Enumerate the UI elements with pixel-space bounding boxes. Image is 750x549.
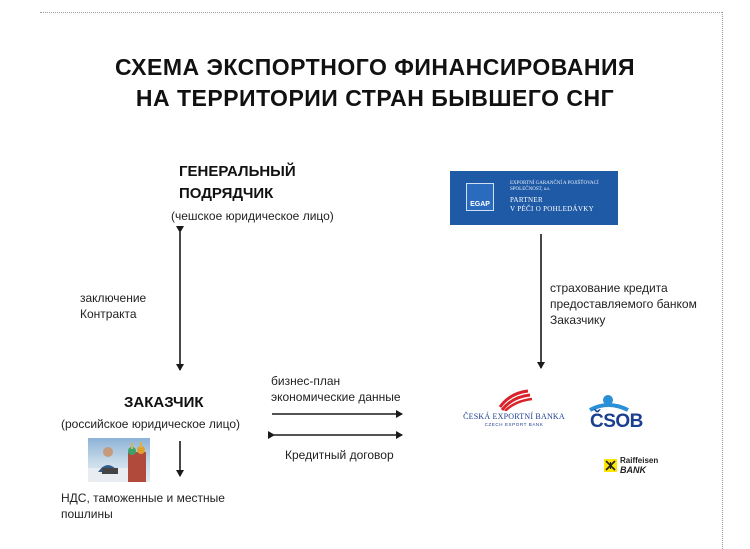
egap-partner-text: PARTNER [510,196,543,204]
raiffeisen-name-line-1: Raiffeisen [620,456,659,465]
title-line-2: НА ТЕРРИТОРИИ СТРАН БЫВШЕГО СНГ [135,85,615,111]
page-title: СХЕМА ЭКСПОРТНОГО ФИНАНСИРОВАНИЯ НА ТЕРР… [0,52,750,114]
title-line-1: СХЕМА ЭКСПОРТНОГО ФИНАНСИРОВАНИЯ [114,54,636,80]
customer-note: (российское юридическое лицо) [61,417,241,431]
raiffeisen-cross-icon [605,460,616,471]
raiffeisen-name-line-2: BANK [620,465,646,475]
businessman-moscow-photo [88,438,150,482]
insurance-label-line-1: страхование кредита [550,281,668,295]
ceb-name: ČESKÁ EXPORTNÍ BANKA [463,412,565,421]
egap-logo-icon: EGAP [466,183,494,211]
insurance-label-line-2: предоставляемого банком [550,297,697,311]
right-dotted-border [722,12,723,549]
photo-illustration [88,442,146,482]
contractor-note: (чешское юридическое лицо) [171,209,334,223]
csob-logo: ČSOB [586,394,650,434]
insurance-label-line-3: Заказчику [550,313,606,327]
taxes-label-line-1: НДС, таможенные и местные [61,491,225,505]
contract-label-line-2: Контракта [80,307,137,321]
raiffeisen-logo: Raiffeisen BANK [604,456,670,480]
ceb-logo: ČESKÁ EXPORTNÍ BANKA CZECH EXPORT BANK [462,387,566,433]
customer-title: ЗАКАЗЧИК [124,394,204,411]
contractor-title-line-1: ГЕНЕРАЛЬНЫЙ [179,163,296,180]
raiffeisen-logo-icon [604,459,617,472]
egap-subtitle-text: V PÉČI O POHLEDÁVKY [510,205,594,213]
egap-logo-text: EGAP [470,201,490,208]
contract-label-line-1: заключение [80,291,147,305]
egap-company-text: EXPORTNÍ GARANČNÍ A POJIŠŤOVACÍ SPOLEČNO… [510,181,599,192]
contractor-title-line-2: ПОДРЯДЧИК [179,185,274,202]
taxes-label-line-2: пошлины [61,507,113,521]
top-dotted-border [40,12,722,13]
csob-name: ČSOB [590,411,643,432]
egap-banner: EGAP EXPORTNÍ GARANČNÍ A POJIŠŤOVACÍ SPO… [450,171,618,225]
business-plan-label-line-2: экономические данные [271,390,401,404]
csob-logo-icon [589,395,629,412]
ceb-wave-logo-icon [498,389,533,412]
credit-agreement-label: Кредитный договор [285,448,394,462]
ceb-subtitle: CZECH EXPORT BANK [484,422,544,427]
business-plan-label-line-1: бизнес-план [271,374,341,388]
